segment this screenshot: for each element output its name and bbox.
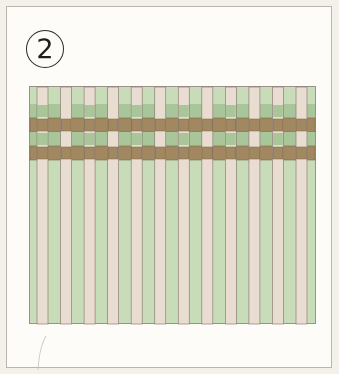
- weave-strip: [84, 87, 95, 324]
- step-number-badge: 2: [26, 30, 64, 68]
- weave-strip: [108, 87, 119, 324]
- weave-strip: [37, 87, 48, 324]
- pencil-mark: [36, 335, 48, 371]
- weave-strip: [225, 87, 236, 324]
- weave-strip: [202, 87, 213, 324]
- weave-strip: [272, 87, 283, 324]
- weave-diagram: [29, 86, 317, 326]
- weave-strip: [61, 87, 72, 324]
- weave-strip: [249, 87, 260, 324]
- weave-strip: [131, 87, 142, 324]
- weave-strip: [178, 87, 189, 324]
- weave-strip: [296, 87, 307, 324]
- step-number: 2: [36, 36, 53, 63]
- weave-strip: [155, 87, 166, 324]
